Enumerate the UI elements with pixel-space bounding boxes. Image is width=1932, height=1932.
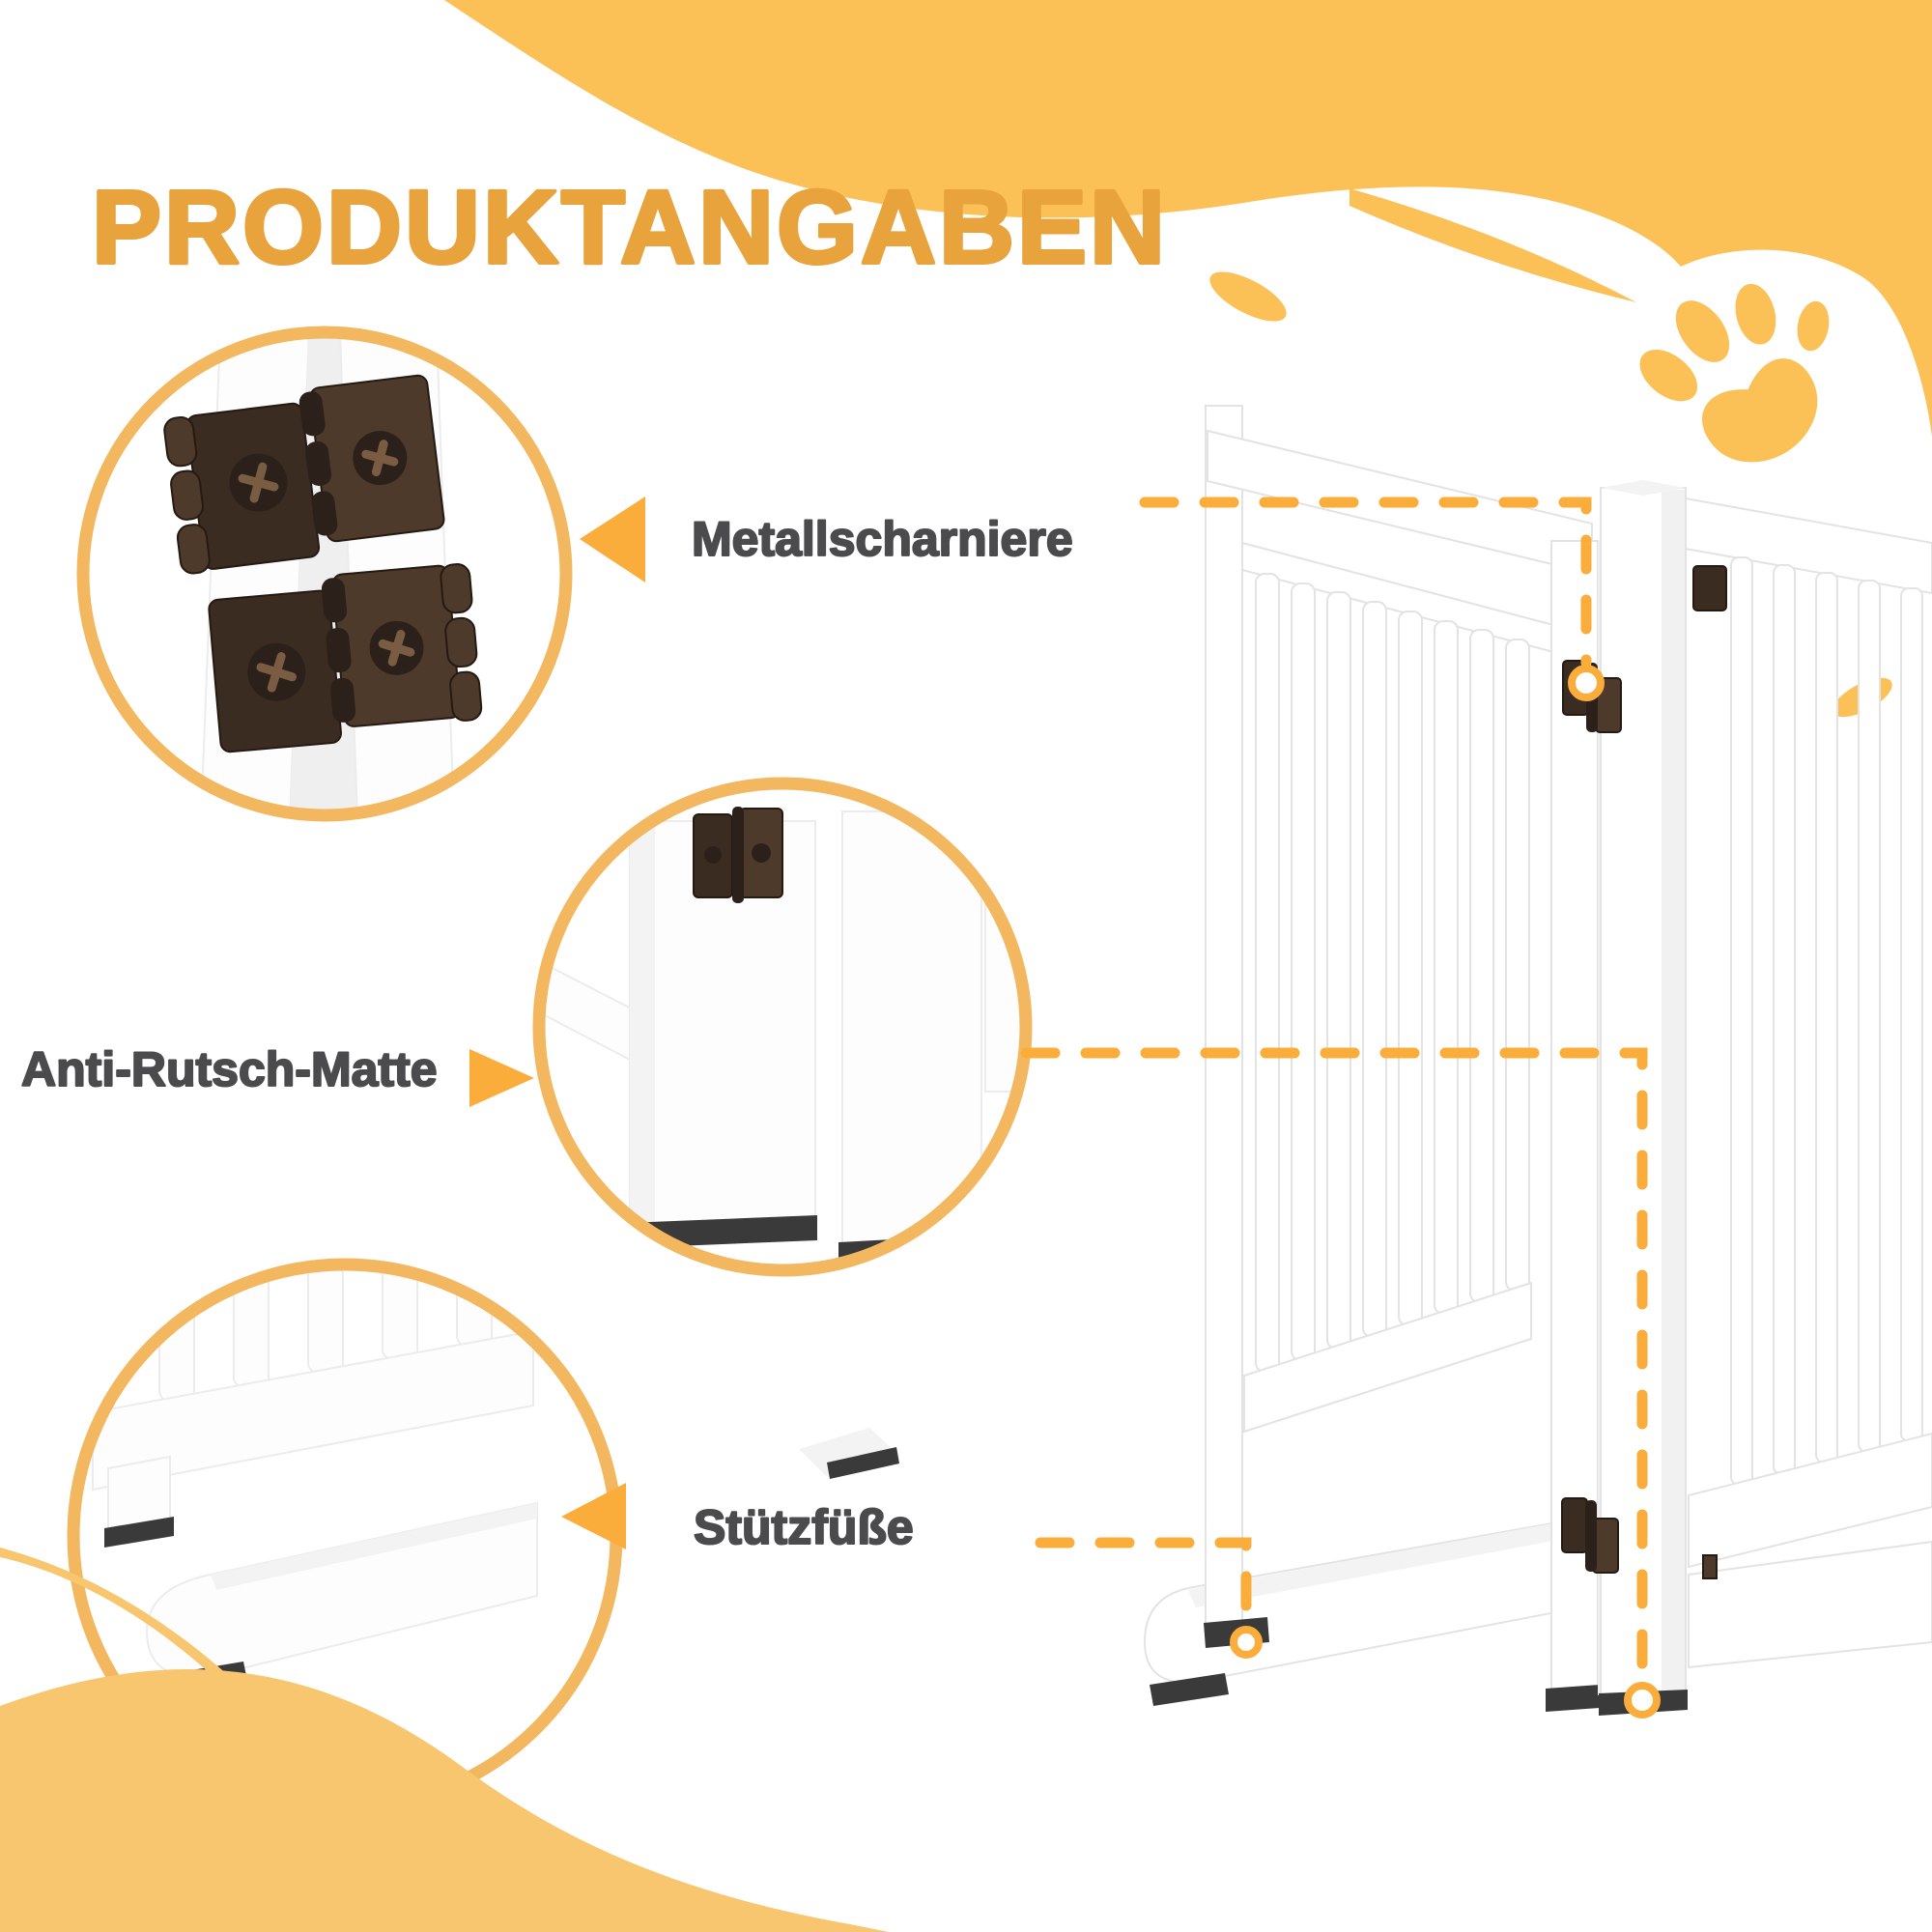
callout-ring — [76, 326, 573, 822]
callout-line-support-feet — [1035, 1537, 1263, 1659]
ring-marker-icon — [1230, 1626, 1263, 1659]
wave-blob-top-right — [444, 0, 1932, 437]
swoosh-sliver-icon — [1350, 188, 1636, 302]
hinge-bottom-icon — [1561, 1497, 1619, 1574]
paw-print-icon — [1639, 283, 1830, 463]
gate-rear-foot — [799, 1428, 899, 1479]
callout-label-hinges: Metallscharniere — [692, 512, 1073, 566]
page-title: PRODUKTANGABEN — [92, 168, 1168, 285]
callout-circle-hinges — [76, 326, 573, 822]
gate-left-panel — [1204, 405, 1600, 1712]
leaf-accent-icon — [1209, 271, 1287, 322]
arrow-left-icon — [580, 497, 645, 582]
gate-right-panel — [1685, 497, 1932, 1669]
callout-circle-anti-slip — [532, 777, 1033, 1277]
hinge-pin-icon — [1702, 1554, 1718, 1579]
ring-marker-icon — [1624, 1682, 1661, 1719]
metal-hinge-icon — [163, 374, 445, 575]
hinge-upper-right-icon — [1692, 565, 1727, 611]
callout-line-anti-slip — [1020, 1047, 1661, 1719]
callout-label-support-feet: Stützfüße — [694, 1500, 914, 1554]
callout-ring — [532, 777, 1033, 1277]
anti-slip-pad — [104, 1517, 174, 1548]
wave-bottom-left — [0, 1669, 889, 1932]
anti-slip-pad — [1546, 1685, 1600, 1712]
hinges-detail-photo — [163, 338, 483, 810]
metal-hinge-icon — [693, 807, 783, 903]
anti-slip-detail-photo — [545, 807, 1020, 1264]
anti-slip-pad — [1150, 1673, 1229, 1706]
metal-hinge-icon — [208, 563, 483, 753]
callout-line-hinges — [1139, 497, 1605, 701]
arrow-left-icon — [561, 1483, 626, 1549]
callout-label-anti-slip: Anti-Rutsch-Matte — [21, 1042, 438, 1096]
ring-marker-icon — [1568, 665, 1605, 701]
arrow-right-icon — [469, 1049, 534, 1107]
